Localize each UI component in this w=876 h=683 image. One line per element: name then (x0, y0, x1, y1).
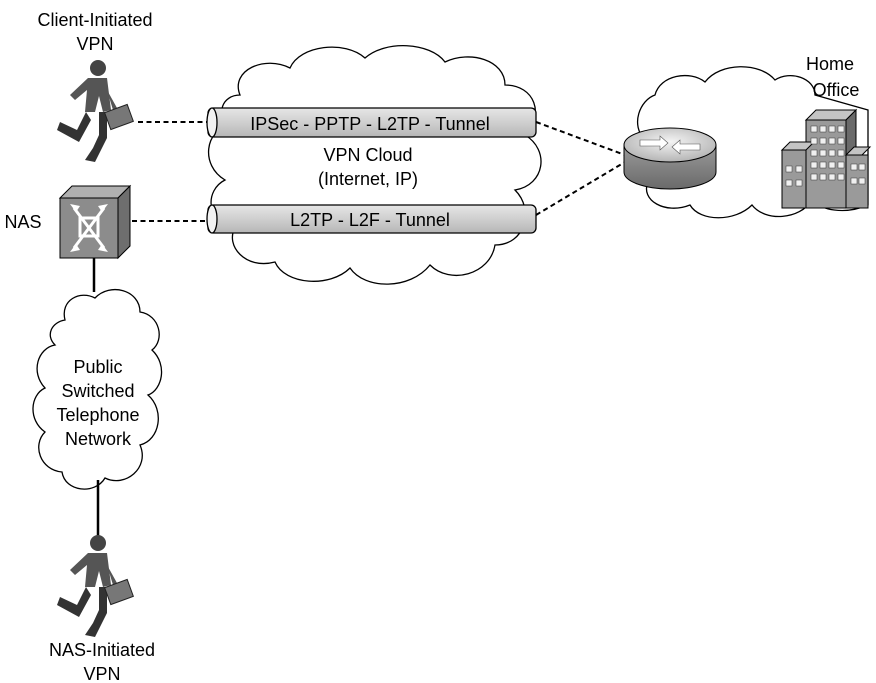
nas-device-icon (58, 184, 132, 260)
pstn-label-2: Switched (61, 381, 134, 401)
dashed-connectors (132, 121, 626, 222)
home-office-label-2: Office (813, 80, 860, 100)
pstn-cloud (32, 288, 163, 490)
tunnel-top: IPSec - PPTP - L2TP - Tunnel (206, 107, 537, 138)
tunnel-bottom-label: L2TP - L2F - Tunnel (290, 210, 450, 230)
pstn-label-4: Network (65, 429, 132, 449)
home-office-label: Home (806, 54, 854, 74)
client-vpn-label: Client-Initiated (37, 10, 152, 30)
vpn-cloud-label: VPN Cloud (323, 145, 412, 165)
running-user-icon (57, 60, 134, 162)
pstn-label-3: Telephone (56, 405, 139, 425)
tunnel-bottom: L2TP - L2F - Tunnel (206, 204, 537, 234)
nas-vpn-label-2: VPN (83, 664, 120, 683)
running-user-icon (57, 535, 134, 637)
nas-vpn-label: NAS-Initiated (49, 640, 155, 660)
router-icon (623, 127, 717, 190)
nas-label: NAS (4, 212, 41, 232)
building-icon (780, 108, 872, 209)
pstn-label-1: Public (73, 357, 122, 377)
client-vpn-label-2: VPN (76, 34, 113, 54)
tunnel-top-label: IPSec - PPTP - L2TP - Tunnel (250, 114, 489, 134)
vpn-cloud-sublabel: (Internet, IP) (318, 169, 418, 189)
